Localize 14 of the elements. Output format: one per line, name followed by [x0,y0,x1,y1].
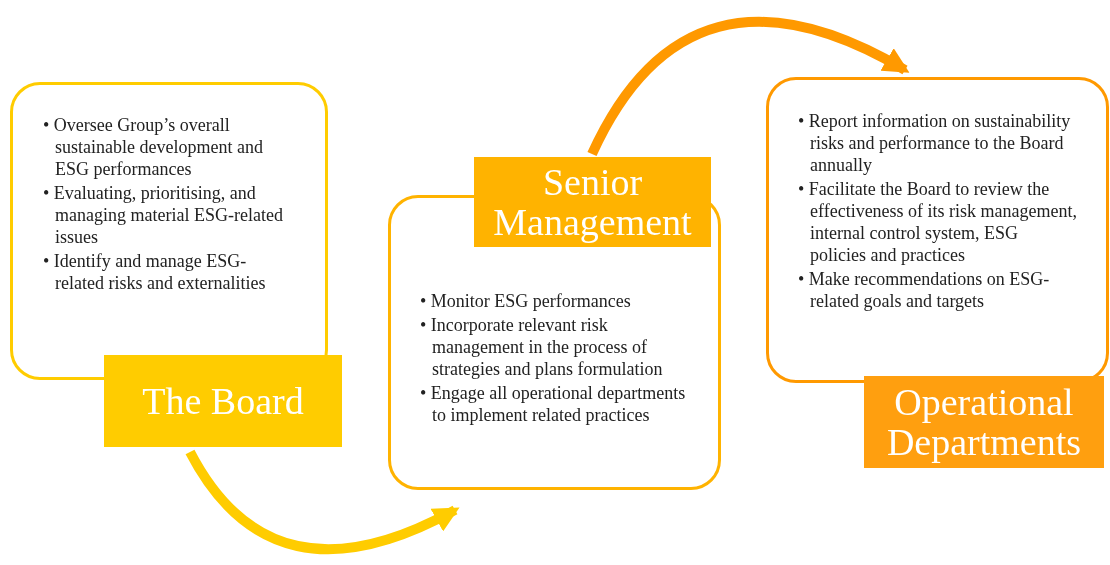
bullet-text: • Identify and manage ESG-related risks and externalities [43,250,267,294]
bullet-text: • Incorporate relevant risk management in the process of strategies and plans formulation [420,314,664,380]
title-banner: Senior Management [474,157,711,247]
bullet-text: • Engage all operational departments to implement related practices [420,382,687,426]
bullet-text: • Report information on sustainability risks and performance to the Board annually [798,110,1072,176]
bullet-text: • Evaluating, prioritising, and managing material ESG-related issues [43,182,284,248]
bullet-text: • Monitor ESG performances [420,290,632,312]
bullet-text: • Make recommendations on ESG-related goals and targets [798,268,1051,312]
bullet-text: • Oversee Group’s overall sustainable development and ESG performances [43,114,264,180]
curved-arrow [185,449,460,554]
title-banner: The Board [104,355,342,447]
title-banner: Operational Departments [864,376,1104,468]
bullet-text: • Facilitate the Board to review the effectiveness of its risk management, internal control system, ESG policies and practices [798,178,1078,266]
curved-arrow [587,17,910,157]
